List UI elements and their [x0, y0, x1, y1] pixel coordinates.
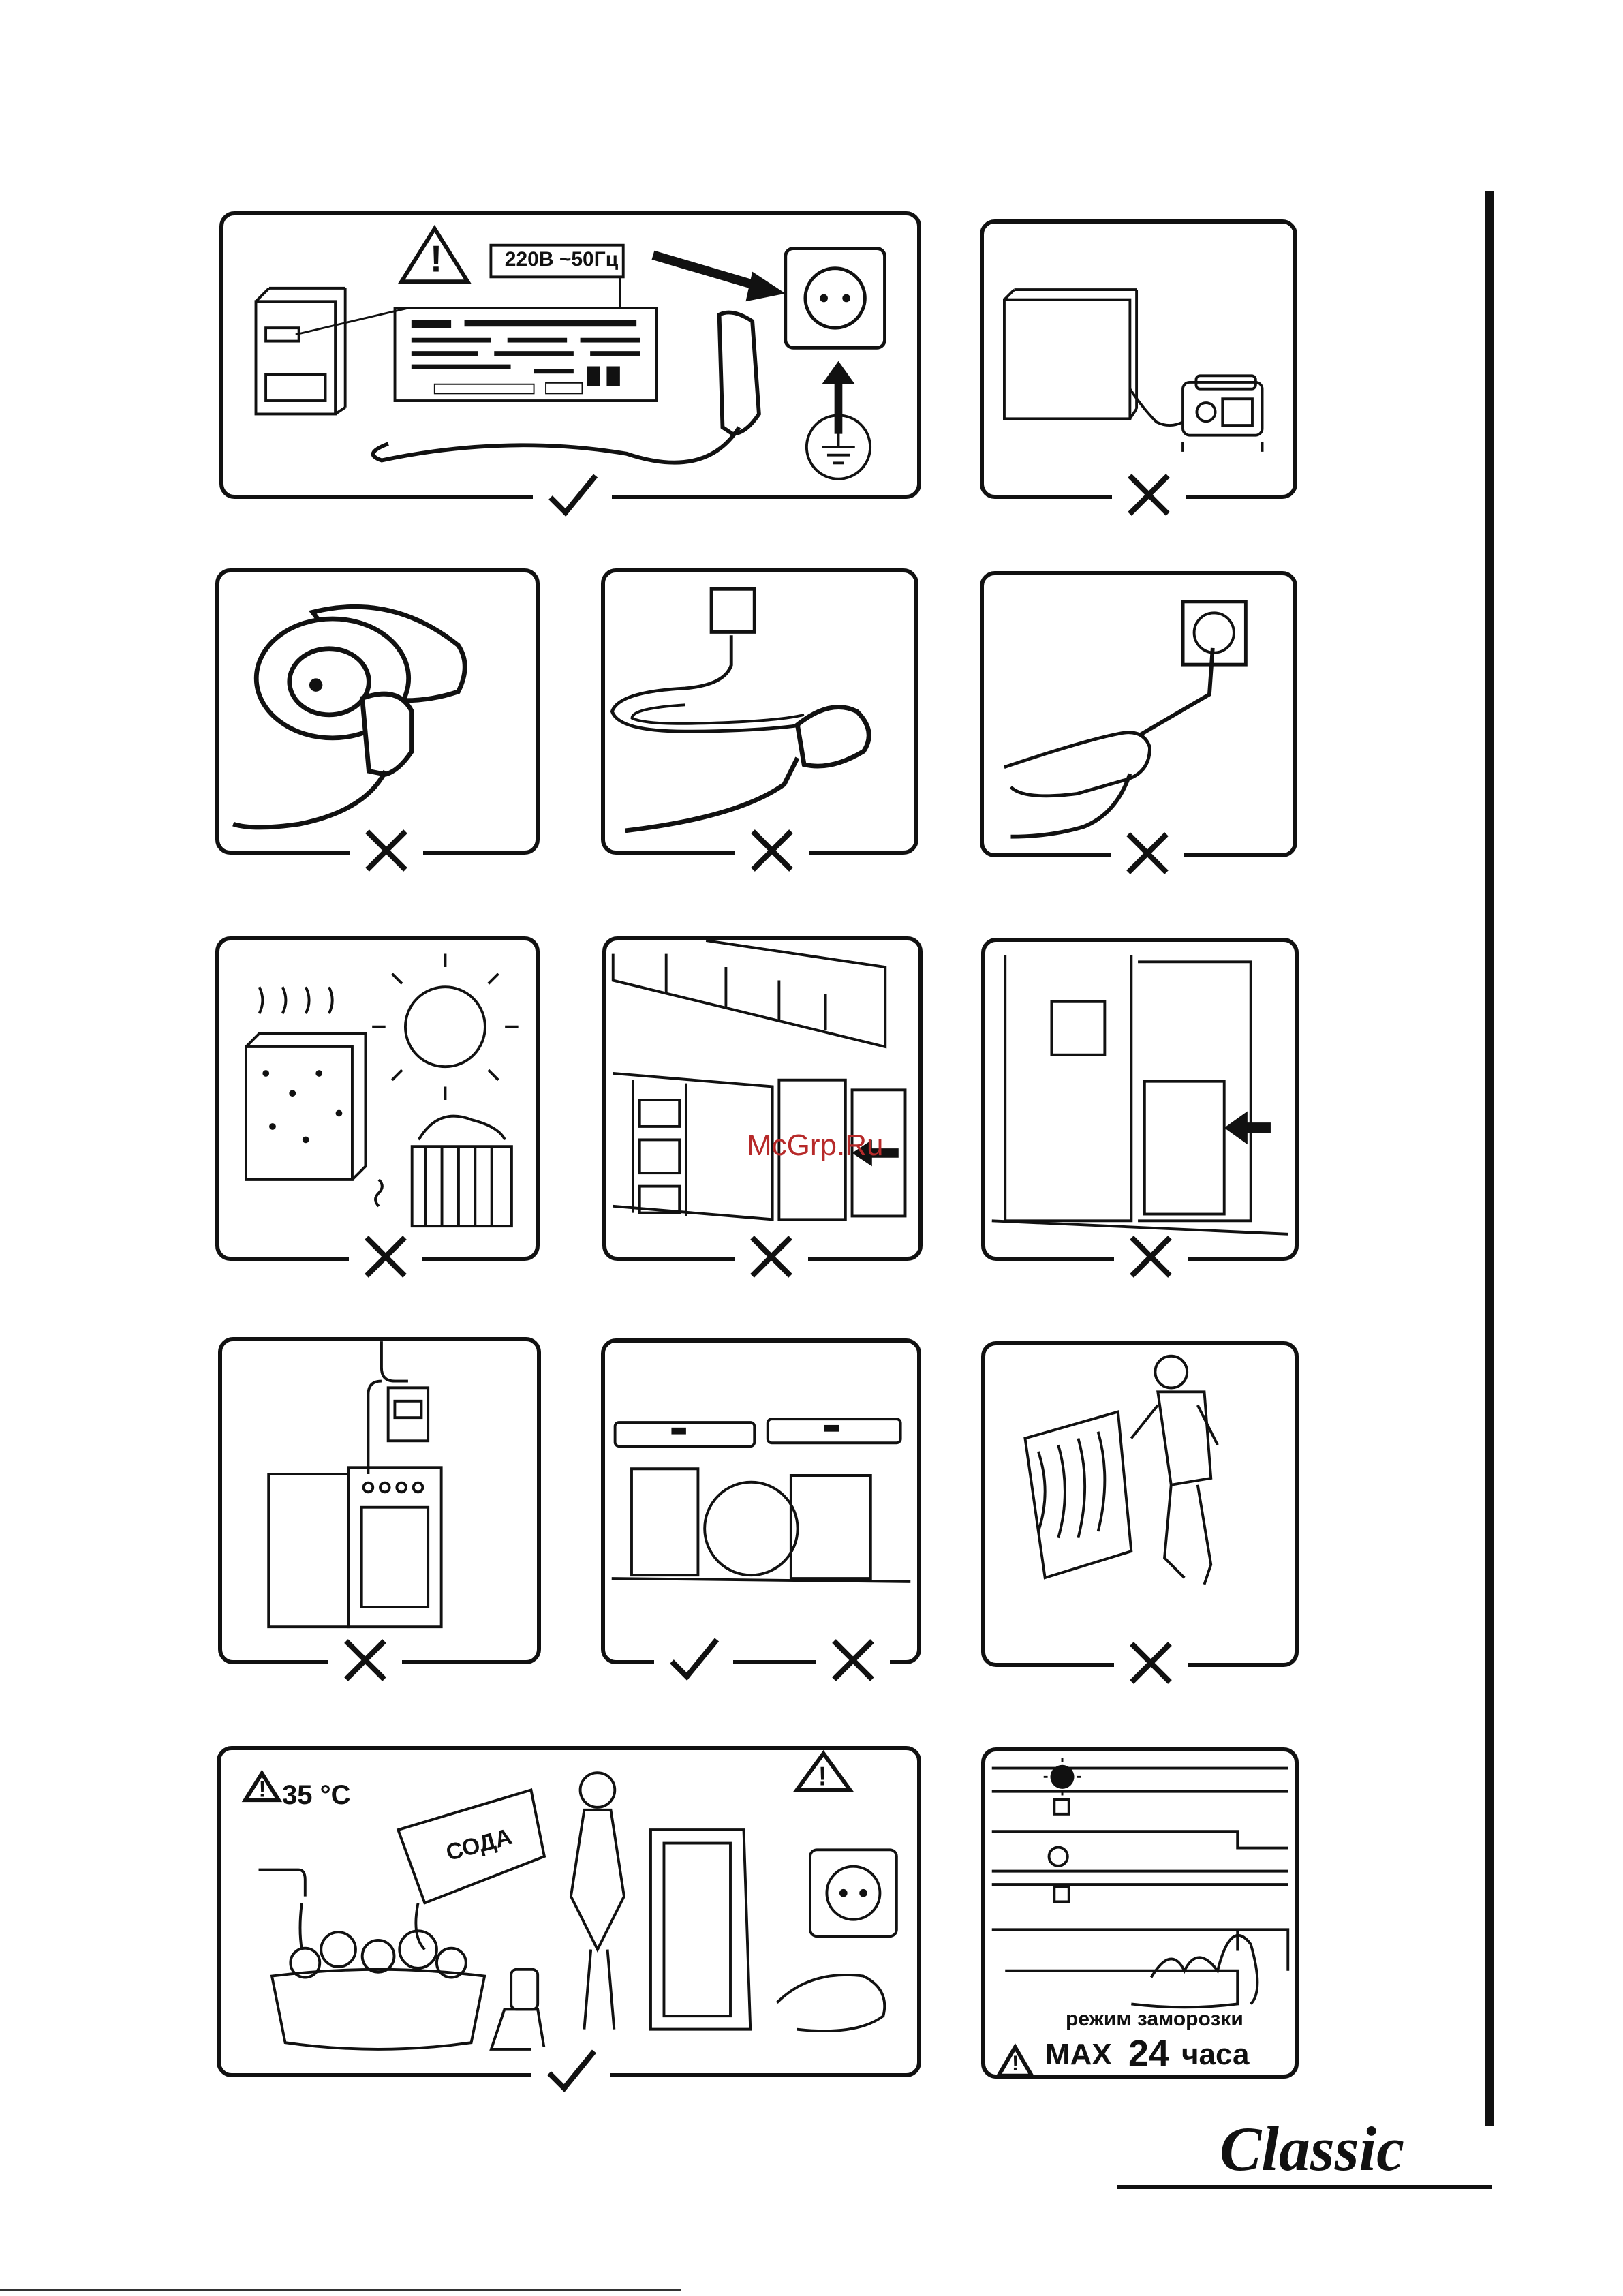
panel-voltage-and-grounding: ! 220В ~50Гц	[219, 211, 921, 499]
watermark: McGrp.Ru	[747, 1129, 883, 1163]
brand-logo: Classic	[1220, 2113, 1404, 2185]
cross-mark	[350, 826, 423, 875]
cross-mark	[349, 1232, 422, 1281]
cross-mark	[735, 826, 809, 875]
illustration-stove-boiler	[222, 1341, 537, 1660]
illustration-heat-sun-radiator	[219, 940, 536, 1257]
freeze-mode-label: режим заморозки	[1066, 2008, 1243, 2031]
cross-mark	[816, 1636, 890, 1685]
illustration-fridge-with-adapter	[984, 224, 1293, 495]
svg-text:!: !	[430, 239, 442, 280]
cross-mark	[1114, 1232, 1188, 1281]
illustration-coiled-cord	[605, 572, 914, 851]
illustration-level-adjust	[605, 1343, 917, 1660]
panel-cleaning: ! ! 35 °C СОДА	[217, 1746, 921, 2077]
cross-mark	[735, 1232, 808, 1281]
panel-no-tilting	[981, 1341, 1299, 1667]
cross-mark	[1112, 470, 1186, 519]
illustration-man-carrying-fridge	[985, 1345, 1295, 1663]
hours-unit: часа	[1181, 2038, 1250, 2072]
cross-mark	[1114, 1638, 1188, 1687]
footer-rule	[0, 2289, 681, 2291]
panel-kitchen-niche	[602, 936, 923, 1261]
check-mark	[654, 1636, 733, 1683]
water-temperature-label: 35 °C	[282, 1780, 351, 1811]
svg-text:!: !	[1012, 2051, 1019, 2075]
page-side-rule	[1485, 191, 1494, 2126]
panel-near-gas-stove	[218, 1337, 541, 1664]
panel-beside-fridge	[981, 938, 1299, 1261]
panel-coiled-cord	[601, 568, 918, 855]
max-label: MAX	[1045, 2038, 1112, 2072]
panel-heat-sources	[215, 936, 540, 1261]
check-mark	[531, 2047, 610, 2095]
voltage-label: 220В ~50Гц	[499, 248, 624, 271]
illustration-pulling-cord	[984, 575, 1293, 853]
panel-pull-cord	[980, 571, 1297, 857]
cross-mark	[328, 1636, 402, 1685]
panel-leveling	[601, 1338, 921, 1664]
hours-value: 24	[1128, 2032, 1169, 2075]
panel-freeze-mode: ! режим заморозки MAX 24 часа	[981, 1747, 1299, 2079]
svg-text:!: !	[818, 1762, 827, 1792]
panel-damaged-socket	[215, 568, 540, 855]
illustration-kitchen-cabinets	[606, 940, 918, 1257]
check-mark	[533, 472, 612, 519]
illustration-next-to-refrigerator	[985, 942, 1295, 1257]
svg-text:!: !	[259, 1777, 266, 1802]
panel-no-adapter	[980, 219, 1297, 499]
brand-underline	[1117, 2185, 1492, 2189]
illustration-loose-socket	[219, 572, 536, 851]
cross-mark	[1111, 829, 1184, 878]
